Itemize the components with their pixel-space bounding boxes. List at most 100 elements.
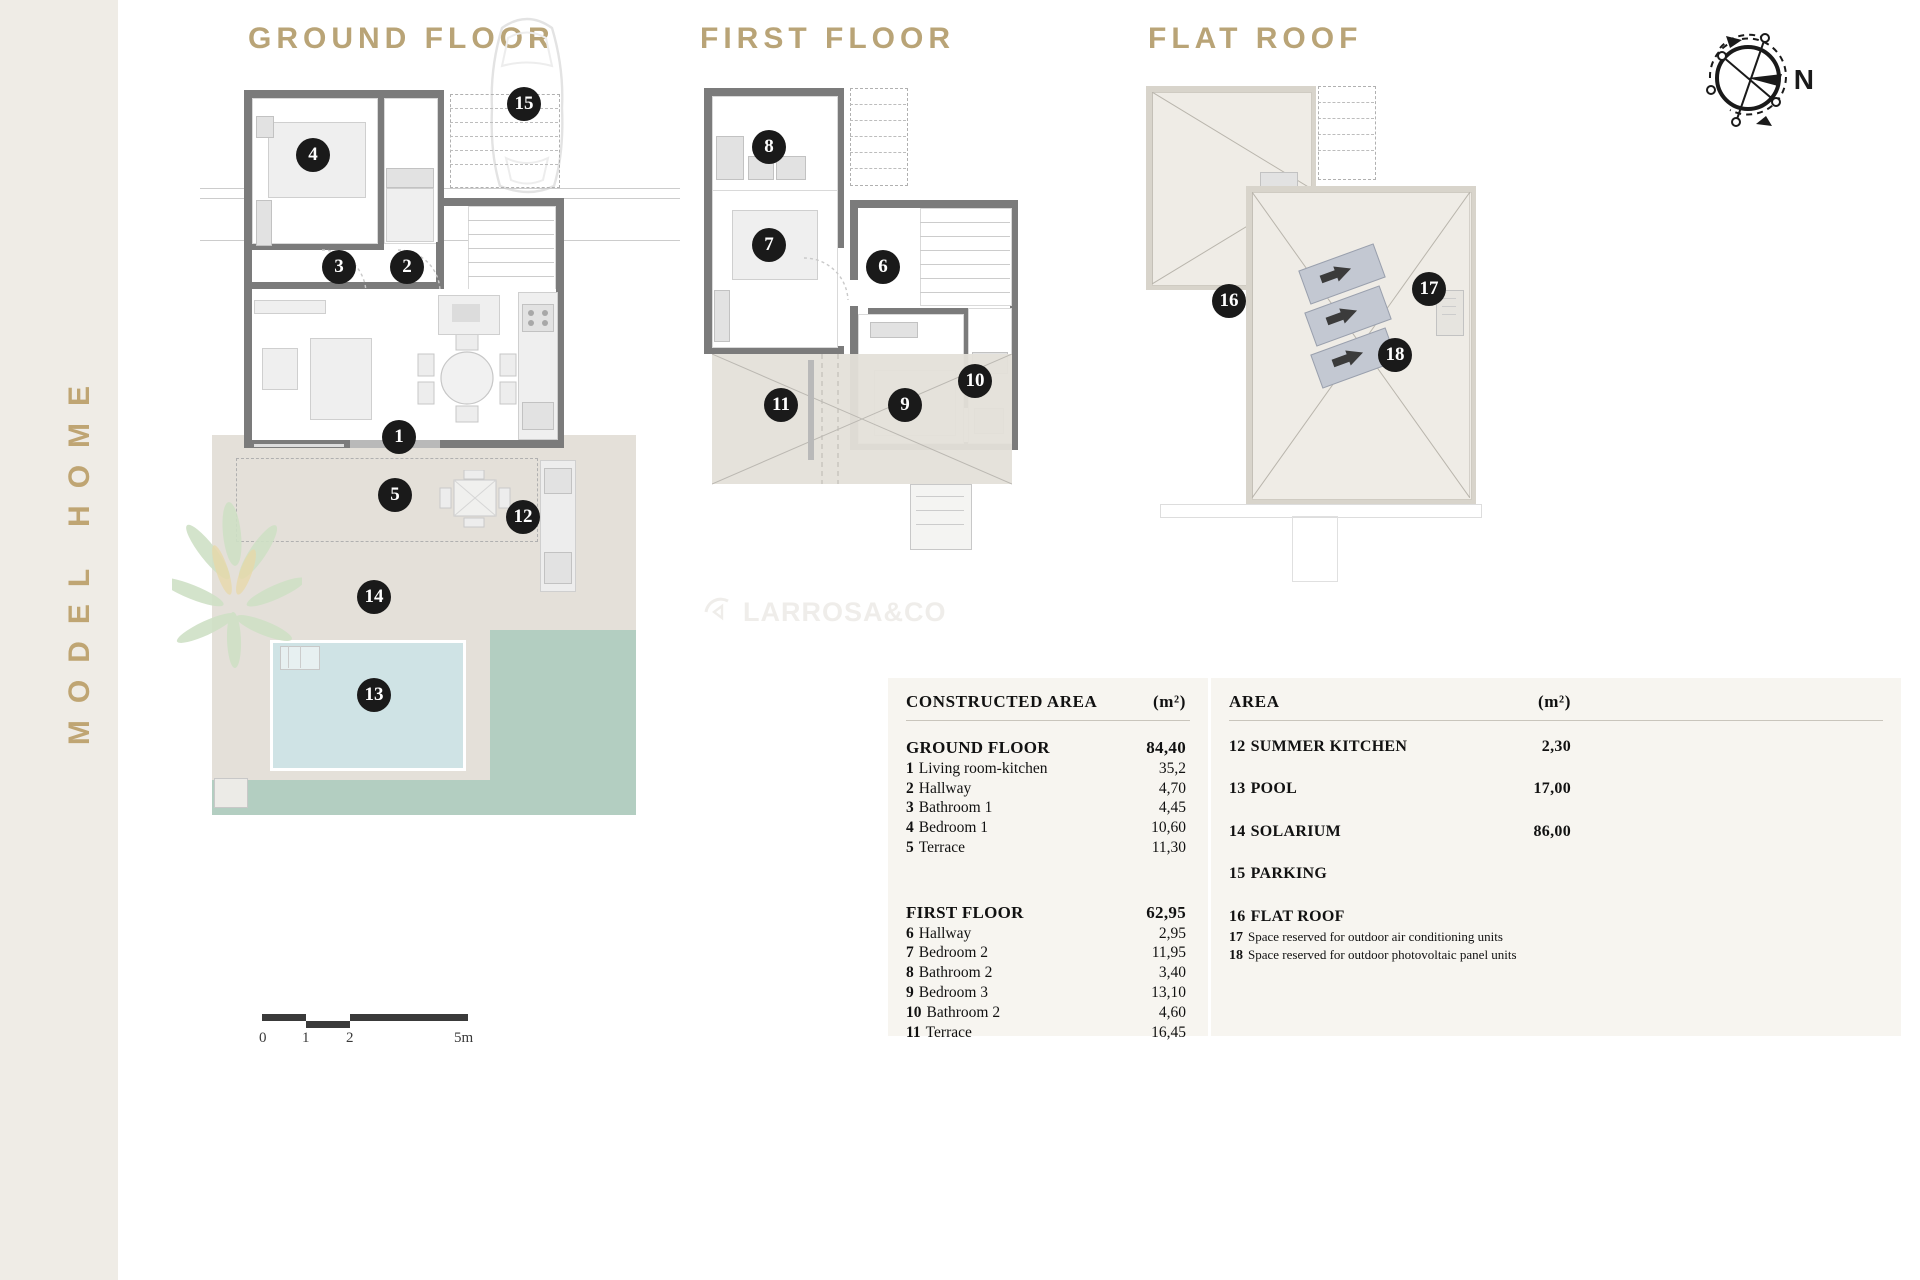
- table-row-note: 17 Space reserved for outdoor air conditi…: [1229, 929, 1879, 947]
- row-label: Space reserved for outdoor photovoltaic …: [1248, 947, 1517, 963]
- row-num: 15: [1229, 865, 1246, 883]
- parking-car-outline: [490, 17, 564, 194]
- row-label: Space reserved for outdoor air condition…: [1248, 929, 1503, 945]
- cooktop: [522, 304, 554, 332]
- row-num: 7: [906, 944, 914, 962]
- group-row-first: FIRST FLOOR 62,95: [906, 902, 1186, 924]
- header-divider: [906, 720, 1190, 721]
- terrace-railing: [808, 360, 814, 460]
- group-label-ground: GROUND FLOOR: [906, 738, 1050, 757]
- watermark-logo-icon: [704, 597, 729, 621]
- marker-2: 2: [390, 250, 424, 284]
- marker-7: 7: [752, 228, 786, 262]
- shower-tray-first: [716, 136, 744, 180]
- group-label-first: FIRST FLOOR: [906, 902, 1024, 922]
- first-floor-title: FIRST FLOOR: [700, 22, 955, 55]
- row-value: 10,60: [1151, 819, 1186, 837]
- marker-13: 13: [357, 678, 391, 712]
- row-label: POOL: [1250, 780, 1298, 798]
- row-label: Living room-kitchen: [918, 759, 1048, 777]
- terrace-projection-lines: [712, 354, 1012, 485]
- compass-north-label: N: [1793, 64, 1814, 95]
- constructed-area-unit: (m²): [1153, 692, 1186, 711]
- shower-tray: [386, 188, 434, 242]
- wardrobe-2: [714, 290, 730, 342]
- nightstand-left: [256, 116, 274, 138]
- wardrobe-1: [256, 200, 272, 246]
- row-value: 3,40: [1158, 964, 1186, 982]
- area-header: AREA: [1229, 692, 1280, 711]
- row-label: SUMMER KITCHEN: [1250, 738, 1408, 755]
- row-value: 11,30: [1151, 839, 1186, 857]
- marker-11: 11: [764, 388, 798, 422]
- ground-floor-plan: 1 2 3 4 5 12 13 14 15: [200, 17, 720, 820]
- pool-equipment: [214, 778, 248, 808]
- bed-2-furniture: [732, 210, 818, 280]
- row-label: Hallway: [918, 924, 972, 942]
- first-floor-plan: 6 7 8 9 10 11: [690, 60, 1090, 620]
- pv-direction-arrows: [1319, 266, 1364, 368]
- pergola-outline: [236, 458, 538, 542]
- row-num: 10: [906, 1003, 922, 1021]
- wardrobe-3: [870, 322, 918, 338]
- marker-4: 4: [296, 138, 330, 172]
- row-value: 2,30: [1541, 738, 1571, 755]
- stair-hatch-upper: [450, 94, 560, 188]
- dining-set: [417, 333, 517, 423]
- row-value: 4,70: [1158, 779, 1186, 797]
- area-unit: (m²): [1538, 692, 1571, 711]
- row-value: 11,95: [1151, 944, 1186, 962]
- row-value: 17,00: [1533, 780, 1571, 798]
- marker-12: 12: [506, 500, 540, 534]
- row-num: 9: [906, 984, 914, 1002]
- washbasin-first: [776, 156, 806, 180]
- row-num: 13: [1229, 780, 1246, 798]
- row-value: 35,2: [1158, 759, 1186, 777]
- marker-3: 3: [322, 250, 356, 284]
- door-swing-first: [803, 257, 849, 301]
- row-num: 12: [1229, 738, 1246, 755]
- marker-15: 15: [507, 87, 541, 121]
- legend-tables: CONSTRUCTED AREA (m²) GROUND FLOOR 84,40…: [888, 678, 1902, 1041]
- scale-tick-2: 2: [346, 1030, 354, 1046]
- marker-16: 16: [1212, 284, 1246, 318]
- watermark: LARROSA&CO: [700, 595, 947, 629]
- row-num: 6: [906, 924, 914, 942]
- group-total-ground: 84,40: [1146, 738, 1186, 757]
- group-row-ground: GROUND FLOOR 84,40: [906, 737, 1186, 759]
- row-label: Bathroom 1: [918, 799, 993, 817]
- row-num: 11: [906, 1023, 921, 1041]
- scale-tick-0: 0: [259, 1030, 267, 1046]
- row-value: 13,10: [1151, 984, 1186, 1002]
- scale-tick-1: 1: [302, 1030, 310, 1046]
- row-label: Terrace: [918, 839, 965, 857]
- row-num: 14: [1229, 822, 1246, 840]
- garden-area-lower: [212, 780, 636, 815]
- stair-hatch-first: [850, 88, 908, 186]
- row-num: 17: [1229, 930, 1243, 946]
- scale-tick-end: 5m: [454, 1030, 474, 1046]
- row-label: FLAT ROOF: [1250, 907, 1345, 925]
- row-label: Bedroom 2: [918, 944, 989, 962]
- marker-9: 9: [888, 388, 922, 422]
- flat-roof-title: FLAT ROOF: [1148, 22, 1363, 55]
- row-value: 2,95: [1158, 924, 1186, 942]
- watermark-text: LARROSA&CO: [743, 596, 947, 627]
- row-num: 4: [906, 819, 914, 837]
- marker-8: 8: [752, 130, 786, 164]
- roof-louvre-hatch: [1318, 86, 1376, 180]
- row-num: 3: [906, 799, 914, 817]
